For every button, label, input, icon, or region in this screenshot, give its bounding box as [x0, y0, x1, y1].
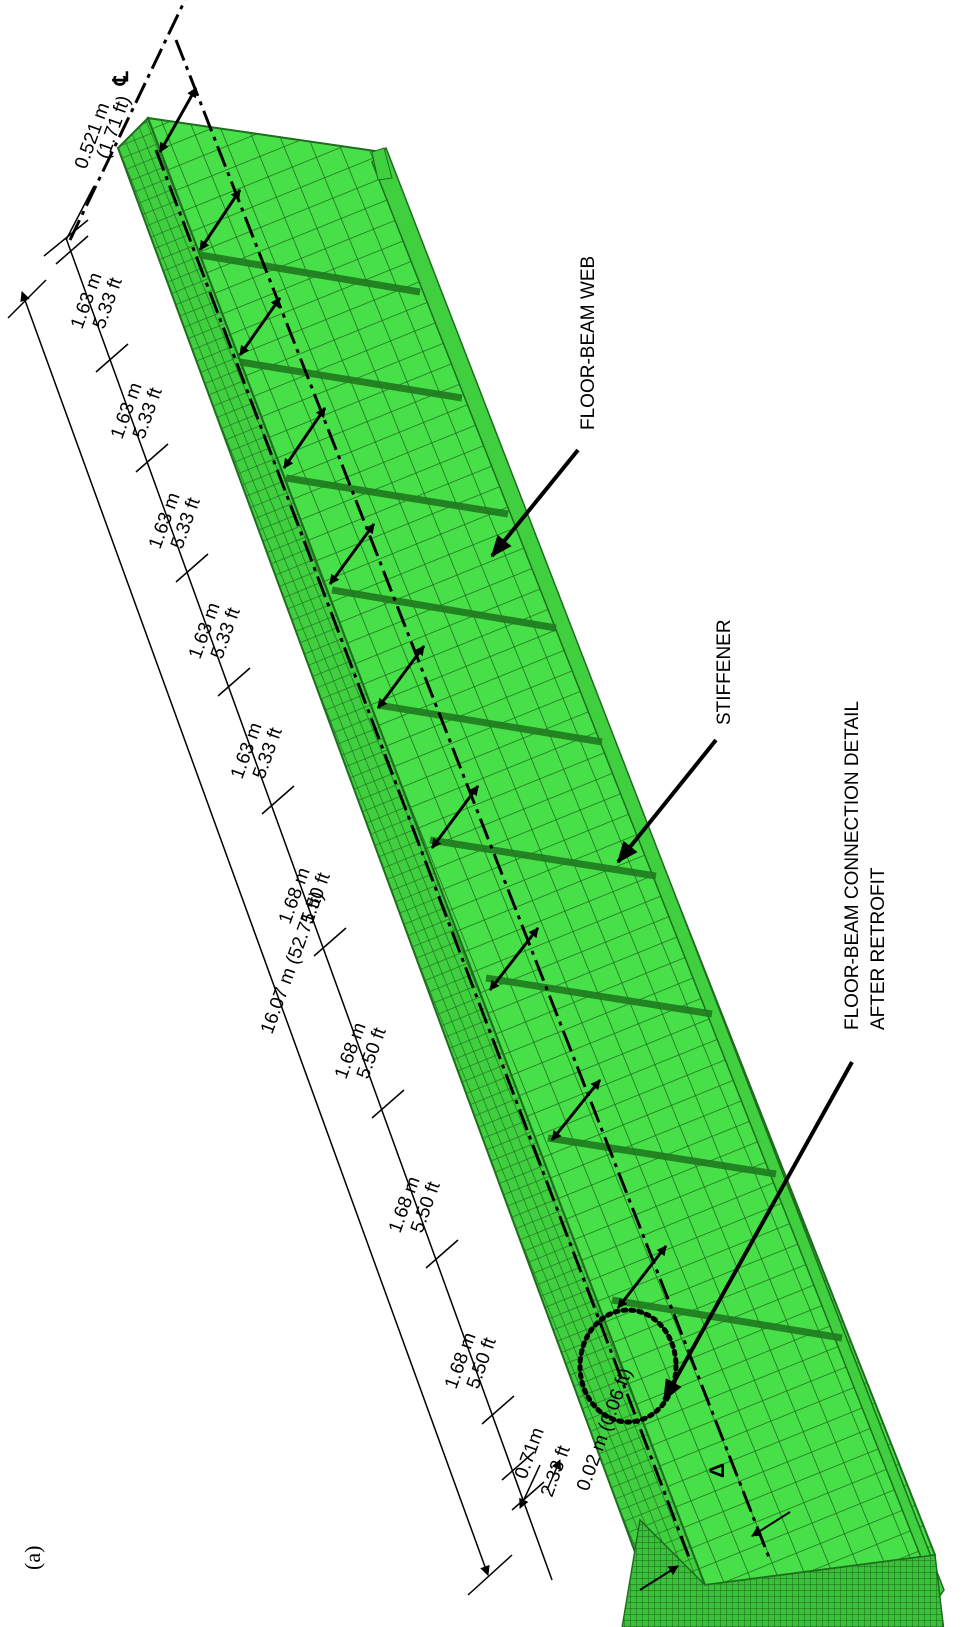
stiffener-1	[199, 251, 421, 296]
centerline-symbol: ℄	[110, 71, 133, 86]
label-connection-line1: FLOOR-BEAM CONNECTION DETAIL	[842, 701, 863, 1030]
label-connection-line2: AFTER RETROFIT	[868, 867, 889, 1030]
leader-stiffener	[616, 738, 718, 864]
arrow-1	[158, 87, 198, 153]
dimension-ticks	[55, 235, 545, 1511]
arrow-9	[550, 1079, 602, 1141]
connection-detail-circle	[577, 1307, 679, 1425]
top-dimension-line	[65, 185, 95, 241]
centerline-1	[68, 0, 187, 241]
leader-web	[490, 448, 580, 558]
dimension-end-ft: 2.33 ft	[537, 1442, 575, 1499]
centerline-3	[174, 39, 772, 1561]
dimension-lines	[7, 185, 562, 1596]
leader-connection	[662, 1061, 854, 1402]
label-stiffener: STIFFENER	[714, 619, 735, 725]
arrow-10	[616, 1245, 668, 1309]
beam-mesh	[116, 116, 945, 1627]
delta-arrows	[639, 1511, 791, 1591]
panel-label: (a)	[20, 1546, 45, 1570]
arrow-2	[198, 189, 242, 251]
floor-beam-web	[146, 116, 937, 1587]
delta-symbol: Δ	[706, 1463, 729, 1478]
end-region	[621, 1518, 945, 1627]
label-floor-beam-web: FLOOR-BEAM WEB	[578, 256, 599, 430]
overall-dimension-line	[20, 291, 490, 1576]
web-top-stub	[371, 147, 393, 181]
arrow-8	[488, 927, 540, 991]
stiffener-8	[547, 1134, 777, 1178]
